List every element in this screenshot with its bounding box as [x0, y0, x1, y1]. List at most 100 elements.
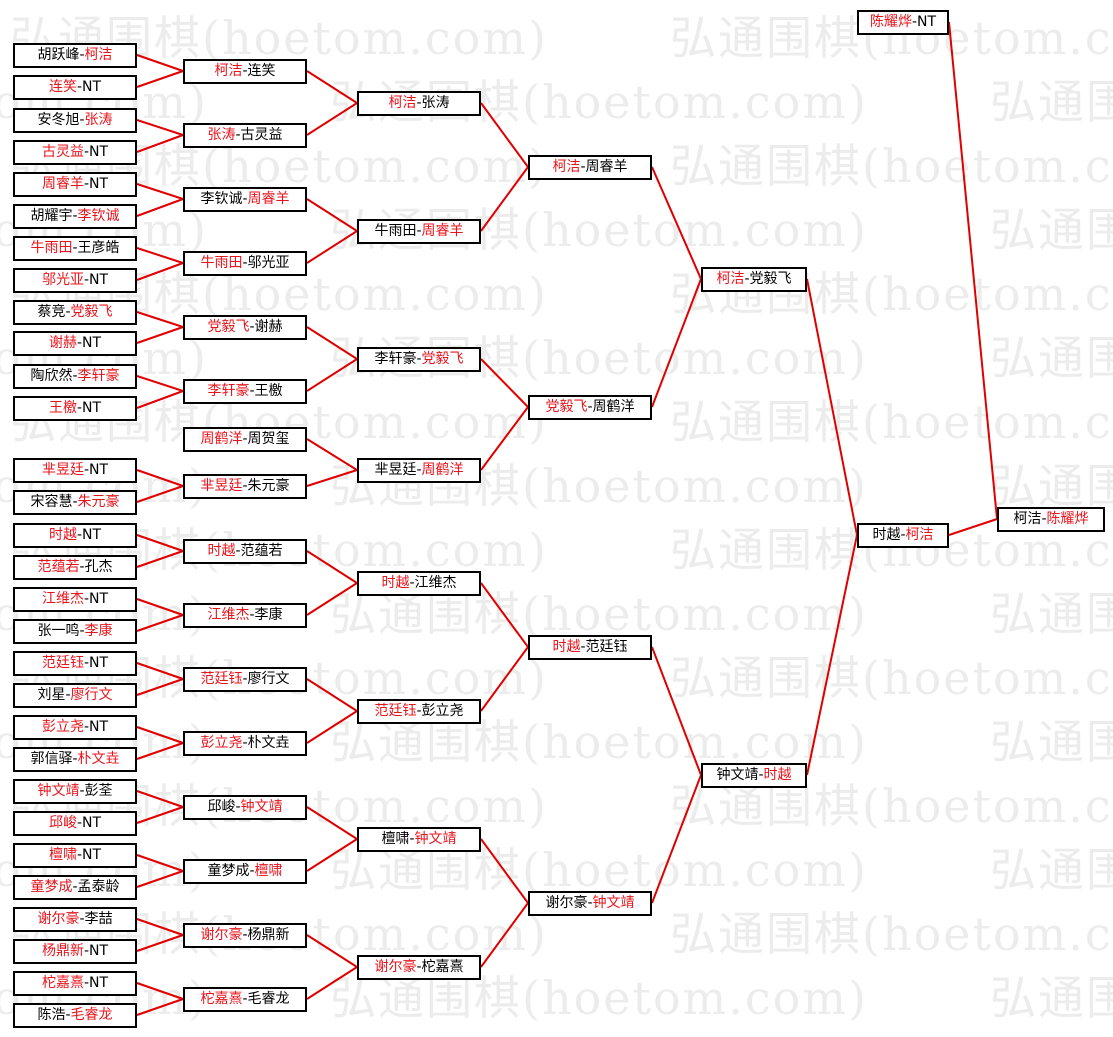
match-box-r1[interactable]: 彭立尧-NT	[13, 715, 137, 740]
match-box-r3[interactable]: 李轩豪-党毅飞	[357, 347, 481, 372]
player-b: NT	[89, 655, 109, 671]
player-b: 朱元豪	[247, 478, 290, 494]
match-box-r2[interactable]: 党毅飞-谢赫	[183, 315, 307, 340]
match-box-r1[interactable]: 胡耀宇-李钦诚	[13, 204, 137, 229]
match-box-r1[interactable]: 周睿羊-NT	[13, 172, 137, 197]
separator: -	[900, 527, 906, 543]
match-box-r1[interactable]: 胡跃峰-柯洁	[13, 43, 137, 68]
player-a: 李轩豪	[374, 351, 417, 367]
match-box-r3[interactable]: 时越-江维杰	[357, 571, 481, 596]
match-box-r1[interactable]: 王檄-NT	[13, 396, 137, 421]
match-box-r2[interactable]: 周鹤洋-周贺玺	[183, 427, 307, 452]
player-a: 蔡竞	[37, 304, 66, 320]
match-box-r1[interactable]: 牛雨田-王彦皓	[13, 236, 137, 261]
match-box-r4[interactable]: 柯洁-周睿羊	[528, 155, 652, 180]
match-box-r1[interactable]: 时越-NT	[13, 523, 137, 548]
match-box-r1[interactable]: 范廷钰-NT	[13, 651, 137, 676]
match-box-r1[interactable]: 杨鼎新-NT	[13, 939, 137, 964]
player-a: 彭立尧	[200, 735, 243, 751]
match-box-r1[interactable]: 陶欣然-李轩豪	[13, 364, 137, 389]
final-match[interactable]: 柯洁-陈耀烨	[997, 507, 1105, 532]
match-box-r2[interactable]: 江维杰-李康	[183, 603, 307, 628]
bracket-connector	[136, 262, 184, 281]
match-box-r2[interactable]: 李轩豪-王檄	[183, 379, 307, 404]
bracket-connector	[306, 469, 358, 487]
match-box-r1[interactable]: 童梦成-孟泰龄	[13, 875, 137, 900]
player-a: 刘星	[37, 687, 66, 703]
bracket-connector	[306, 582, 358, 616]
player-b: 朱元豪	[77, 494, 120, 510]
bracket-connector	[136, 870, 184, 888]
match-box-r3[interactable]: 谢尔豪-柁嘉熹	[357, 955, 481, 980]
match-box-r3[interactable]: 芈昱廷-周鹤洋	[357, 458, 481, 483]
match-box-r1[interactable]: 钟文靖-彭荃	[13, 779, 137, 804]
match-box-r1[interactable]: 谢尔豪-李喆	[13, 907, 137, 932]
player-b: 彭荃	[84, 783, 113, 799]
separator: -	[72, 240, 78, 256]
match-box-r1[interactable]: 安冬旭-张涛	[13, 108, 137, 133]
match-box-r1[interactable]: 邱峻-NT	[13, 811, 137, 836]
separator: -	[416, 703, 422, 719]
match-box-r2[interactable]: 柁嘉熹-毛睿龙	[183, 987, 307, 1012]
separator: -	[79, 559, 85, 575]
match-box-r3[interactable]: 檀啸-钟文靖	[357, 827, 481, 852]
match-box-r3[interactable]: 柯洁-张涛	[357, 91, 481, 116]
match-box-r2[interactable]: 时越-范蕴若	[183, 539, 307, 564]
seeded-match[interactable]: 陈耀烨-NT	[857, 10, 949, 35]
match-box-r1[interactable]: 谢赫-NT	[13, 331, 137, 356]
match-box-r4[interactable]: 时越-范廷钰	[528, 635, 652, 660]
player-a: 钟文靖	[716, 767, 759, 783]
match-box-r1[interactable]: 邬光亚-NT	[13, 268, 137, 293]
player-a: 时越	[207, 543, 236, 559]
player-a: 牛雨田	[200, 255, 243, 271]
player-b: 柁嘉熹	[421, 959, 464, 975]
match-box-r1[interactable]: 檀啸-NT	[13, 843, 137, 868]
separator: -	[416, 959, 422, 975]
match-box-r4[interactable]: 谢尔豪-钟文靖	[528, 891, 652, 916]
match-box-r4[interactable]: 党毅飞-周鹤洋	[528, 395, 652, 420]
player-a: 周睿羊	[41, 176, 84, 192]
match-box-r1[interactable]: 柁嘉熹-NT	[13, 971, 137, 996]
separator: -	[65, 1007, 71, 1023]
match-box-r6[interactable]: 时越-柯洁	[857, 523, 949, 548]
bracket-connector	[306, 838, 358, 872]
match-box-r1[interactable]: 芈昱廷-NT	[13, 458, 137, 483]
bracket-connector	[306, 70, 358, 104]
match-box-r3[interactable]: 牛雨田-周睿羊	[357, 219, 481, 244]
bracket-connector	[136, 375, 184, 392]
bracket-connector	[480, 166, 529, 232]
match-box-r2[interactable]: 牛雨田-邬光亚	[183, 251, 307, 276]
match-box-r5[interactable]: 钟文靖-时越	[701, 763, 807, 788]
match-box-r2[interactable]: 范廷钰-廖行文	[183, 667, 307, 692]
player-a: 宋容慧	[30, 494, 73, 510]
match-box-r2[interactable]: 柯洁-连笑	[183, 59, 307, 84]
match-box-r1[interactable]: 刘星-廖行文	[13, 683, 137, 708]
match-box-r1[interactable]: 郭信驿-朴文垚	[13, 747, 137, 772]
separator: -	[242, 991, 248, 1007]
match-box-r1[interactable]: 连笑-NT	[13, 75, 137, 100]
separator: -	[83, 655, 90, 671]
match-box-r1[interactable]: 陈浩-毛睿龙	[13, 1003, 137, 1028]
match-box-r1[interactable]: 张一鸣-李康	[13, 619, 137, 644]
match-box-r2[interactable]: 邱峻-钟文靖	[183, 795, 307, 820]
player-b: 李喆	[84, 911, 113, 927]
player-a: 檀啸	[381, 831, 410, 847]
match-box-r1[interactable]: 范蕴若-孔杰	[13, 555, 137, 580]
match-box-r2[interactable]: 张涛-古灵益	[183, 123, 307, 148]
match-box-r3[interactable]: 范廷钰-彭立尧	[357, 699, 481, 724]
separator: -	[76, 847, 83, 863]
match-box-r2[interactable]: 童梦成-檀啸	[183, 859, 307, 884]
match-box-r2[interactable]: 谢尔豪-杨鼎新	[183, 923, 307, 948]
match-box-r2[interactable]: 李钦诚-周睿羊	[183, 187, 307, 212]
separator: -	[249, 607, 255, 623]
match-box-r1[interactable]: 江维杰-NT	[13, 587, 137, 612]
player-a: 党毅飞	[545, 399, 588, 415]
match-box-r2[interactable]: 彭立尧-朴文垚	[183, 731, 307, 756]
match-box-r2[interactable]: 芈昱廷-朱元豪	[183, 474, 307, 499]
match-box-r5[interactable]: 柯洁-党毅飞	[701, 267, 807, 292]
match-box-r1[interactable]: 蔡竞-党毅飞	[13, 300, 137, 325]
player-b: 柯洁	[905, 527, 934, 543]
bracket-connector	[306, 550, 358, 584]
match-box-r1[interactable]: 宋容慧-朱元豪	[13, 490, 137, 515]
match-box-r1[interactable]: 古灵益-NT	[13, 140, 137, 165]
